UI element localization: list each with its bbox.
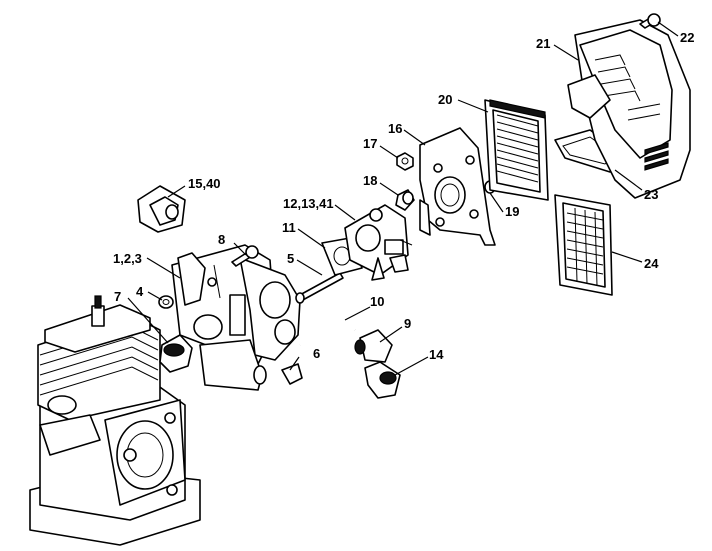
callout-19: 19 xyxy=(505,204,519,219)
part-15-40-clip xyxy=(137,185,186,233)
callout-7: 7 xyxy=(114,289,121,304)
part-9-primer-bulb xyxy=(354,329,393,363)
callout-20: 20 xyxy=(438,92,452,107)
part-7-elbow xyxy=(159,334,193,373)
callout-10: 10 xyxy=(370,294,384,309)
callout-23: 23 xyxy=(644,187,658,202)
part-12-13-41-carburetor xyxy=(344,204,413,281)
callout-22: 22 xyxy=(680,30,694,45)
part-10-fuel-hose xyxy=(298,309,357,346)
leader-lines xyxy=(127,21,679,376)
callout-8: 8 xyxy=(218,232,225,247)
part-22-screw xyxy=(639,13,661,29)
part-4-washer xyxy=(158,295,174,309)
callout-6: 6 xyxy=(313,346,320,361)
callout-4: 4 xyxy=(136,284,144,299)
part-20-air-filter xyxy=(484,99,549,201)
engine-block xyxy=(29,295,201,546)
callout-21: 21 xyxy=(536,36,550,51)
part-8-screw xyxy=(231,245,259,267)
callout-14: 14 xyxy=(429,347,444,362)
callout-17: 17 xyxy=(363,136,377,151)
part-17-nut xyxy=(396,152,414,171)
part-18-grommet xyxy=(395,189,415,211)
callout-18: 18 xyxy=(363,173,377,188)
callout-16: 16 xyxy=(388,121,402,136)
part-14-choke-knob xyxy=(364,361,401,399)
part-5-stud xyxy=(295,272,344,304)
callout-15-40: 15,40 xyxy=(188,176,221,191)
callout-1-2-3: 1,2,3 xyxy=(113,251,142,266)
part-16-baffle-plate xyxy=(419,127,496,246)
callout-12-13-41: 12,13,41 xyxy=(283,196,334,211)
part-21-filter-cover xyxy=(567,19,691,199)
callout-9: 9 xyxy=(404,316,411,331)
callout-11: 11 xyxy=(282,220,296,235)
callout-24: 24 xyxy=(644,256,659,271)
part-24-filter-element xyxy=(554,194,613,296)
callout-5: 5 xyxy=(287,251,294,266)
callout-labels: 1,2,3 4 5 6 7 8 9 10 11 12,13,41 14 15,4… xyxy=(113,30,694,362)
part-1-2-3-manifold xyxy=(171,244,301,391)
